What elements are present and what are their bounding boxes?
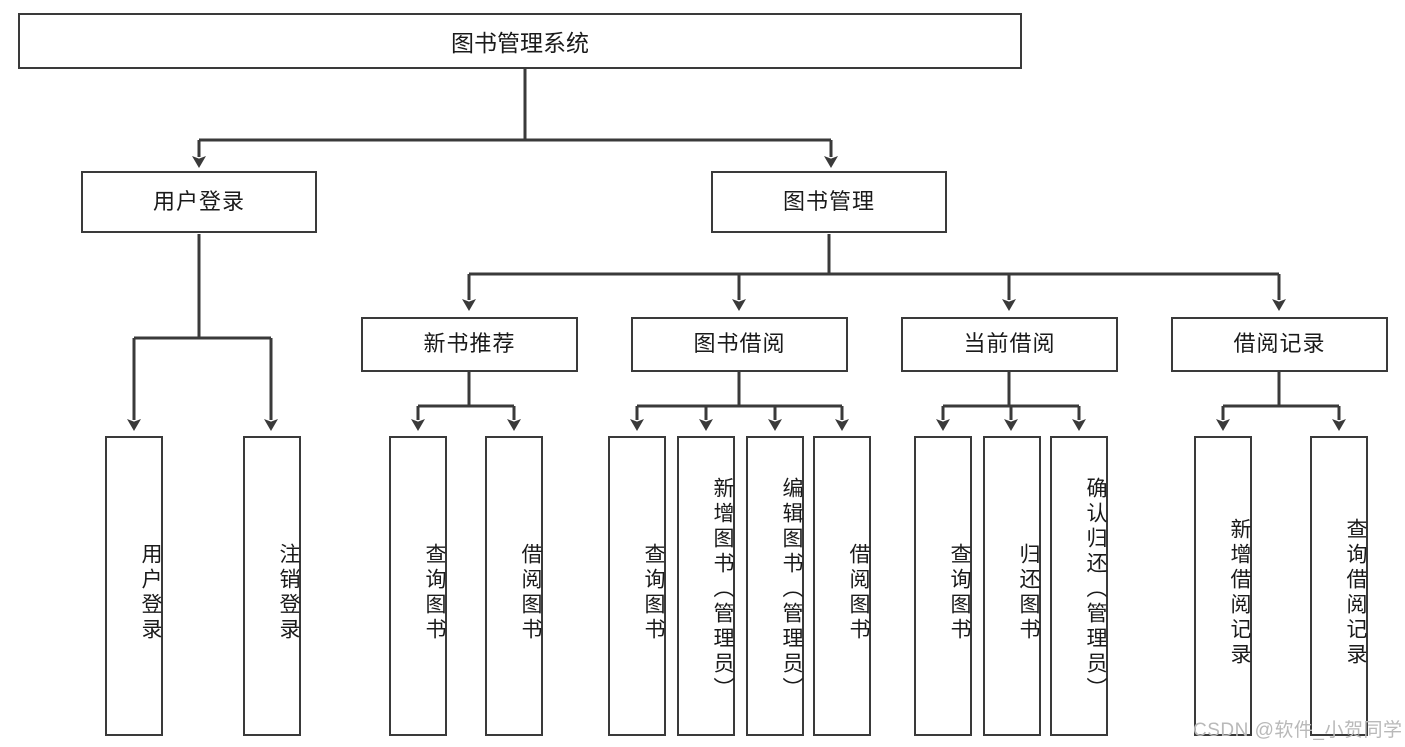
node-borrow-record[interactable]: 借阅记录: [1171, 317, 1388, 372]
node-leaf-query-record[interactable]: 查询借阅记录: [1310, 436, 1368, 736]
edge-userlogin-to-leaves: [127, 234, 278, 431]
node-leaf-query-book-3[interactable]: 查询图书: [914, 436, 972, 736]
edge-borrowrecord-to-leaves: [1216, 372, 1346, 431]
node-book-management[interactable]: 图书管理: [711, 171, 947, 233]
edge-bookborrow-to-leaves: [630, 372, 849, 431]
node-book-borrow[interactable]: 图书借阅: [631, 317, 848, 372]
node-user-login[interactable]: 用户登录: [81, 171, 317, 233]
node-leaf-add-book[interactable]: 新增图书（管理员）: [677, 436, 735, 736]
node-leaf-return-book[interactable]: 归还图书: [983, 436, 1041, 736]
node-leaf-user-login[interactable]: 用户登录: [105, 436, 163, 736]
node-leaf-query-book-1[interactable]: 查询图书: [389, 436, 447, 736]
node-leaf-logout[interactable]: 注销登录: [243, 436, 301, 736]
edge-currentborrow-to-leaves: [936, 372, 1086, 431]
node-leaf-borrow-book-2[interactable]: 借阅图书: [813, 436, 871, 736]
node-new-book-recommend[interactable]: 新书推荐: [361, 317, 578, 372]
node-leaf-edit-book[interactable]: 编辑图书（管理员）: [746, 436, 804, 736]
edge-root-to-level2: [192, 69, 838, 168]
node-leaf-confirm-return[interactable]: 确认归还（管理员）: [1050, 436, 1108, 736]
node-root-system[interactable]: 图书管理系统: [18, 13, 1022, 69]
node-leaf-add-record[interactable]: 新增借阅记录: [1194, 436, 1252, 736]
edge-bookmgmt-to-level3: [462, 234, 1286, 311]
csdn-watermark: CSDN @软件_小贺同学: [1193, 720, 1403, 741]
edge-newbook-to-leaves: [411, 372, 521, 431]
node-leaf-borrow-book-1[interactable]: 借阅图书: [485, 436, 543, 736]
node-current-borrow[interactable]: 当前借阅: [901, 317, 1118, 372]
node-leaf-query-book-2[interactable]: 查询图书: [608, 436, 666, 736]
